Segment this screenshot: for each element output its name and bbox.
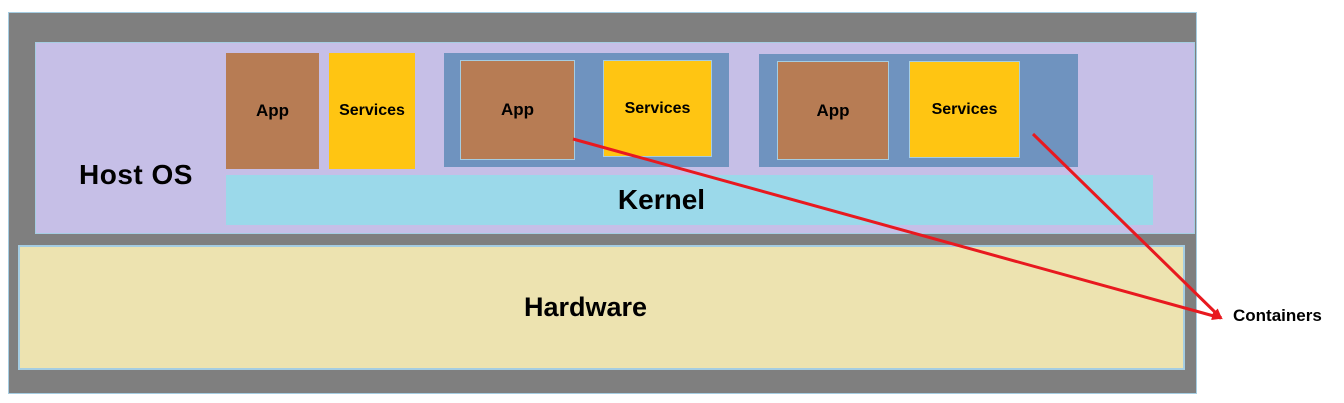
app-label-3: App [816, 100, 850, 120]
app-box-3: App [777, 61, 889, 160]
container-3: App Services [759, 54, 1078, 167]
kernel-bar: Kernel [226, 175, 1153, 225]
app-label-1: App [255, 101, 290, 120]
app-label-2: App [500, 100, 535, 119]
kernel-label: Kernel [617, 184, 706, 215]
services-label-3: Services [931, 100, 998, 118]
container-2: App Services [444, 53, 729, 167]
outer-frame: Host OS App Services App Services Ap [8, 12, 1197, 394]
hardware-box: Hardware [18, 245, 1185, 370]
services-box-3: Services [909, 61, 1020, 158]
services-box-2: Services [603, 60, 712, 157]
host-os-label: Host OS [79, 159, 193, 190]
app-box-1: App [226, 53, 319, 169]
containers-callout-label: Containers [1233, 306, 1322, 325]
hardware-label: Hardware [523, 292, 648, 322]
services-label-2: Services [624, 99, 691, 117]
host-os-box: Host OS App Services App Services Ap [35, 42, 1195, 234]
app-box-2: App [460, 60, 575, 160]
services-label-1: Services [339, 102, 405, 119]
services-box-1: Services [329, 53, 415, 169]
